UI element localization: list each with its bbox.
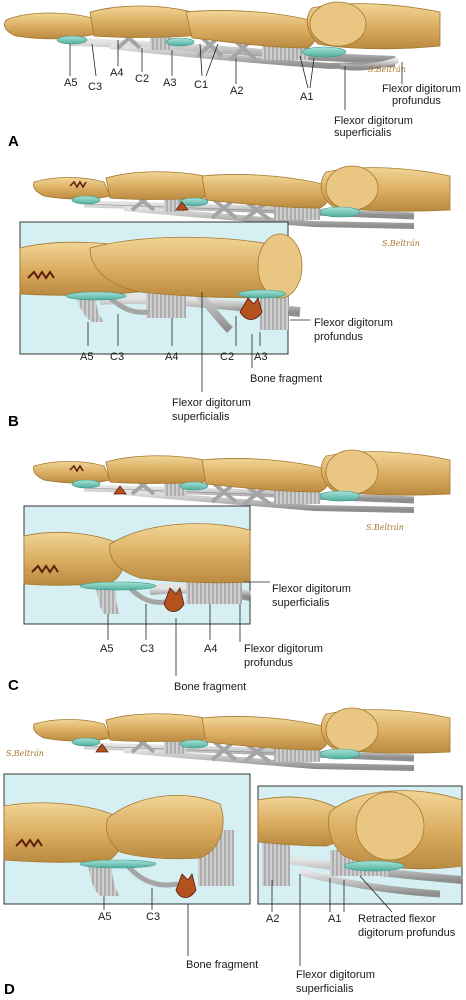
label-bone-fragment: Bone fragment [186, 959, 258, 971]
label-c2: C2 [220, 351, 234, 363]
label-a5: A5 [64, 77, 77, 89]
label-c2: C2 [135, 73, 149, 85]
label-a4: A4 [110, 67, 123, 79]
panel-d: S.Beltrán A5 C3 Bone fragment [3, 708, 463, 998]
label-fdp-line2: profundus [392, 95, 441, 107]
label-fdp-line2: profundus [244, 657, 293, 669]
label-c3: C3 [140, 643, 154, 655]
label-a5: A5 [80, 351, 93, 363]
label-a5: A5 [98, 911, 111, 923]
label-a2: A2 [266, 913, 279, 925]
label-fdp-line1: Flexor digitorum [314, 317, 393, 329]
label-fds-line1: Flexor digitorum [296, 969, 375, 981]
panel-letter-d: D [4, 981, 15, 998]
label-c3: C3 [110, 351, 124, 363]
panel-a: S.Beltrán A5 C3 A4 C2 A3 C1 A2 A1 Flexor… [4, 1, 461, 150]
label-a1: A1 [328, 913, 341, 925]
label-a3: A3 [254, 351, 267, 363]
label-a3: A3 [163, 77, 176, 89]
label-bone-fragment: Bone fragment [174, 681, 246, 693]
panel-letter-a: A [8, 133, 19, 150]
label-bone-fragment: Bone fragment [250, 373, 322, 385]
panel-letter-b: B [8, 413, 19, 430]
label-retracted-line2: digitorum profundus [358, 927, 456, 939]
label-a4: A4 [204, 643, 217, 655]
panel-c: S.Beltrán Flexor digitorum superficialis… [8, 450, 450, 694]
signature: S.Beltrán [368, 65, 406, 74]
label-fdp-line1: Flexor digitorum [244, 643, 323, 655]
label-a1: A1 [300, 91, 313, 103]
label-fds-line2: superficialis [172, 411, 230, 423]
label-fds-line2: superficialis [334, 127, 392, 139]
label-fds-line2: superficialis [296, 983, 354, 995]
label-a2: A2 [230, 85, 243, 97]
signature-d: S.Beltrán [6, 749, 44, 758]
signature-c: S.Beltrán [366, 523, 404, 532]
panel-letter-c: C [8, 677, 19, 694]
label-fdp-line1: Flexor digitorum [382, 83, 461, 95]
label-fds-line1: Flexor digitorum [272, 583, 351, 595]
signature-b: S.Beltrán [382, 239, 420, 248]
label-a4: A4 [165, 351, 178, 363]
label-a5: A5 [100, 643, 113, 655]
label-fds-line1: Flexor digitorum [334, 115, 413, 127]
label-fds-line2: superficialis [272, 597, 330, 609]
label-fdp-line2: profundus [314, 331, 363, 343]
label-c3: C3 [88, 81, 102, 93]
label-retracted-line1: Retracted flexor [358, 913, 436, 925]
label-c3: C3 [146, 911, 160, 923]
label-c1: C1 [194, 79, 208, 91]
panel-b: S.Beltrán Flexor digitorum profundus A5 … [8, 166, 450, 430]
label-fds-line1: Flexor digitorum [172, 397, 251, 409]
